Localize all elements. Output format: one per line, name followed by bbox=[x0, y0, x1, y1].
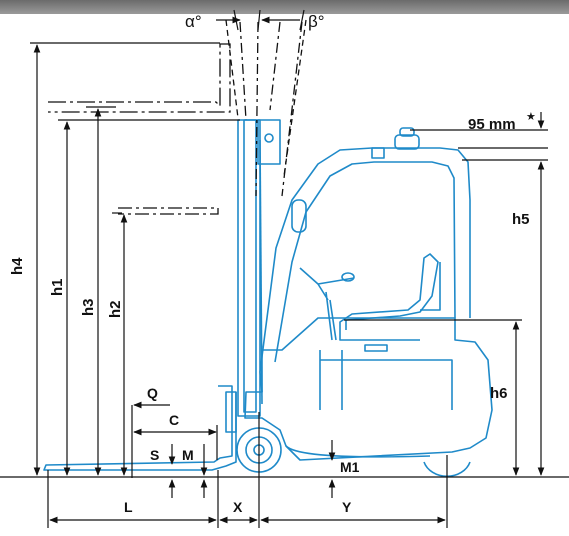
roof-light-left bbox=[371, 147, 385, 159]
label-h5: h5 bbox=[512, 211, 530, 228]
star-marker: ★ bbox=[526, 111, 536, 123]
forklift-truck bbox=[43, 119, 493, 478]
mast-head bbox=[257, 119, 281, 165]
header-bar bbox=[0, 0, 569, 14]
battery-panel bbox=[364, 344, 388, 352]
dimension-labels: α° β° h4 h1 h3 h2 95 mm ★ h5 h6 Q C S M … bbox=[9, 12, 536, 515]
label-Q: Q bbox=[147, 385, 158, 401]
fork-carriage bbox=[43, 385, 237, 471]
label-95mm: 95 mm bbox=[468, 116, 516, 133]
steering-wheel bbox=[299, 267, 355, 341]
label-h2: h2 bbox=[107, 300, 124, 318]
raised-fork-outlines bbox=[48, 19, 307, 215]
label-h1: h1 bbox=[49, 278, 66, 296]
seat bbox=[339, 253, 439, 341]
label-alpha: α° bbox=[185, 12, 202, 31]
label-S: S bbox=[150, 447, 159, 463]
overhead-guard bbox=[259, 147, 471, 393]
label-M: M bbox=[182, 447, 194, 463]
dimension-lines bbox=[0, 9, 569, 528]
label-h4: h4 bbox=[9, 257, 26, 275]
label-beta: β° bbox=[308, 12, 325, 31]
label-h3: h3 bbox=[80, 298, 97, 316]
label-L: L bbox=[124, 499, 133, 515]
label-M1: M1 bbox=[340, 459, 360, 475]
label-C: C bbox=[169, 412, 179, 428]
label-h6: h6 bbox=[490, 385, 508, 402]
label-X: X bbox=[233, 499, 243, 515]
side-window bbox=[291, 199, 307, 233]
label-Y: Y bbox=[342, 499, 352, 515]
beacon bbox=[394, 134, 420, 150]
